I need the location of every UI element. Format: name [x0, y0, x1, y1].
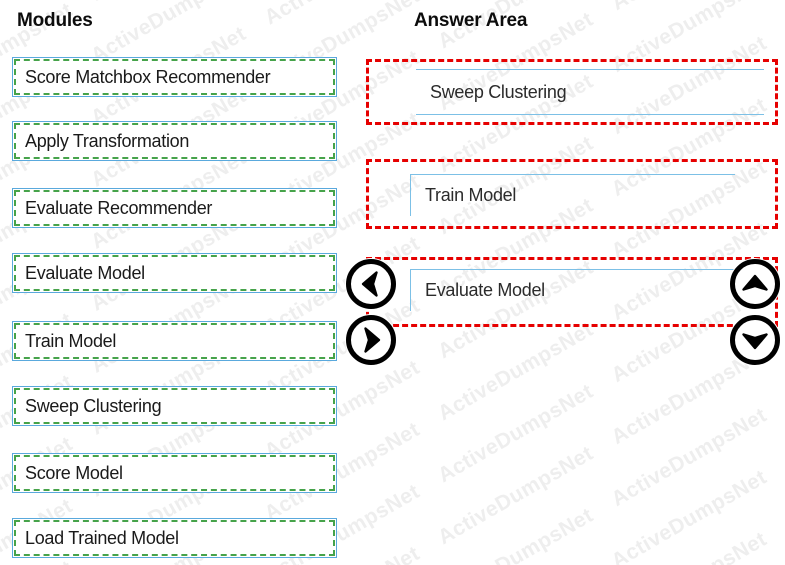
module-tile-label: Score Model — [25, 462, 123, 483]
chevron-right-icon[interactable] — [345, 314, 397, 366]
module-tile[interactable]: Load Trained Model — [12, 518, 337, 558]
answer-drop-zone[interactable] — [366, 59, 778, 125]
module-tile-inner: Score Matchbox Recommender — [14, 59, 335, 95]
answer-area-column-title: Answer Area — [414, 10, 528, 31]
chevron-left-icon[interactable] — [345, 258, 397, 310]
module-tile-label: Evaluate Recommender — [25, 197, 213, 218]
module-tile-label: Score Matchbox Recommender — [25, 66, 271, 87]
answer-item[interactable]: Train Model — [410, 174, 735, 216]
module-tile[interactable]: Evaluate Model — [12, 253, 337, 293]
answer-item[interactable]: Sweep Clustering — [416, 69, 764, 115]
answer-item-label: Sweep Clustering — [430, 81, 567, 102]
chevron-down-icon[interactable] — [729, 314, 781, 366]
module-tile[interactable]: Evaluate Recommender — [12, 188, 337, 228]
module-tile-inner: Apply Transformation — [14, 123, 335, 159]
module-tile-label: Apply Transformation — [25, 130, 190, 151]
module-tile[interactable]: Score Matchbox Recommender — [12, 57, 337, 97]
module-tile-inner: Evaluate Model — [14, 255, 335, 291]
module-tile-inner: Sweep Clustering — [14, 388, 335, 424]
chevron-up-icon[interactable] — [729, 258, 781, 310]
module-tile-inner: Train Model — [14, 323, 335, 359]
module-tile[interactable]: Sweep Clustering — [12, 386, 337, 426]
module-tile-inner: Score Model — [14, 455, 335, 491]
module-tile-label: Evaluate Model — [25, 262, 145, 283]
module-tile-label: Sweep Clustering — [25, 395, 162, 416]
answer-item[interactable]: Evaluate Model — [410, 269, 760, 311]
answer-item-label: Train Model — [425, 185, 517, 205]
module-tile-inner: Load Trained Model — [14, 520, 335, 556]
module-tile-label: Load Trained Model — [25, 527, 179, 548]
module-tile-inner: Evaluate Recommender — [14, 190, 335, 226]
answer-item-label: Evaluate Model — [425, 280, 545, 300]
module-tile-label: Train Model — [25, 330, 117, 351]
modules-column-title: Modules — [17, 10, 93, 31]
module-tile[interactable]: Score Model — [12, 453, 337, 493]
module-tile[interactable]: Train Model — [12, 321, 337, 361]
module-tile[interactable]: Apply Transformation — [12, 121, 337, 161]
answer-drop-zone[interactable] — [366, 159, 778, 229]
